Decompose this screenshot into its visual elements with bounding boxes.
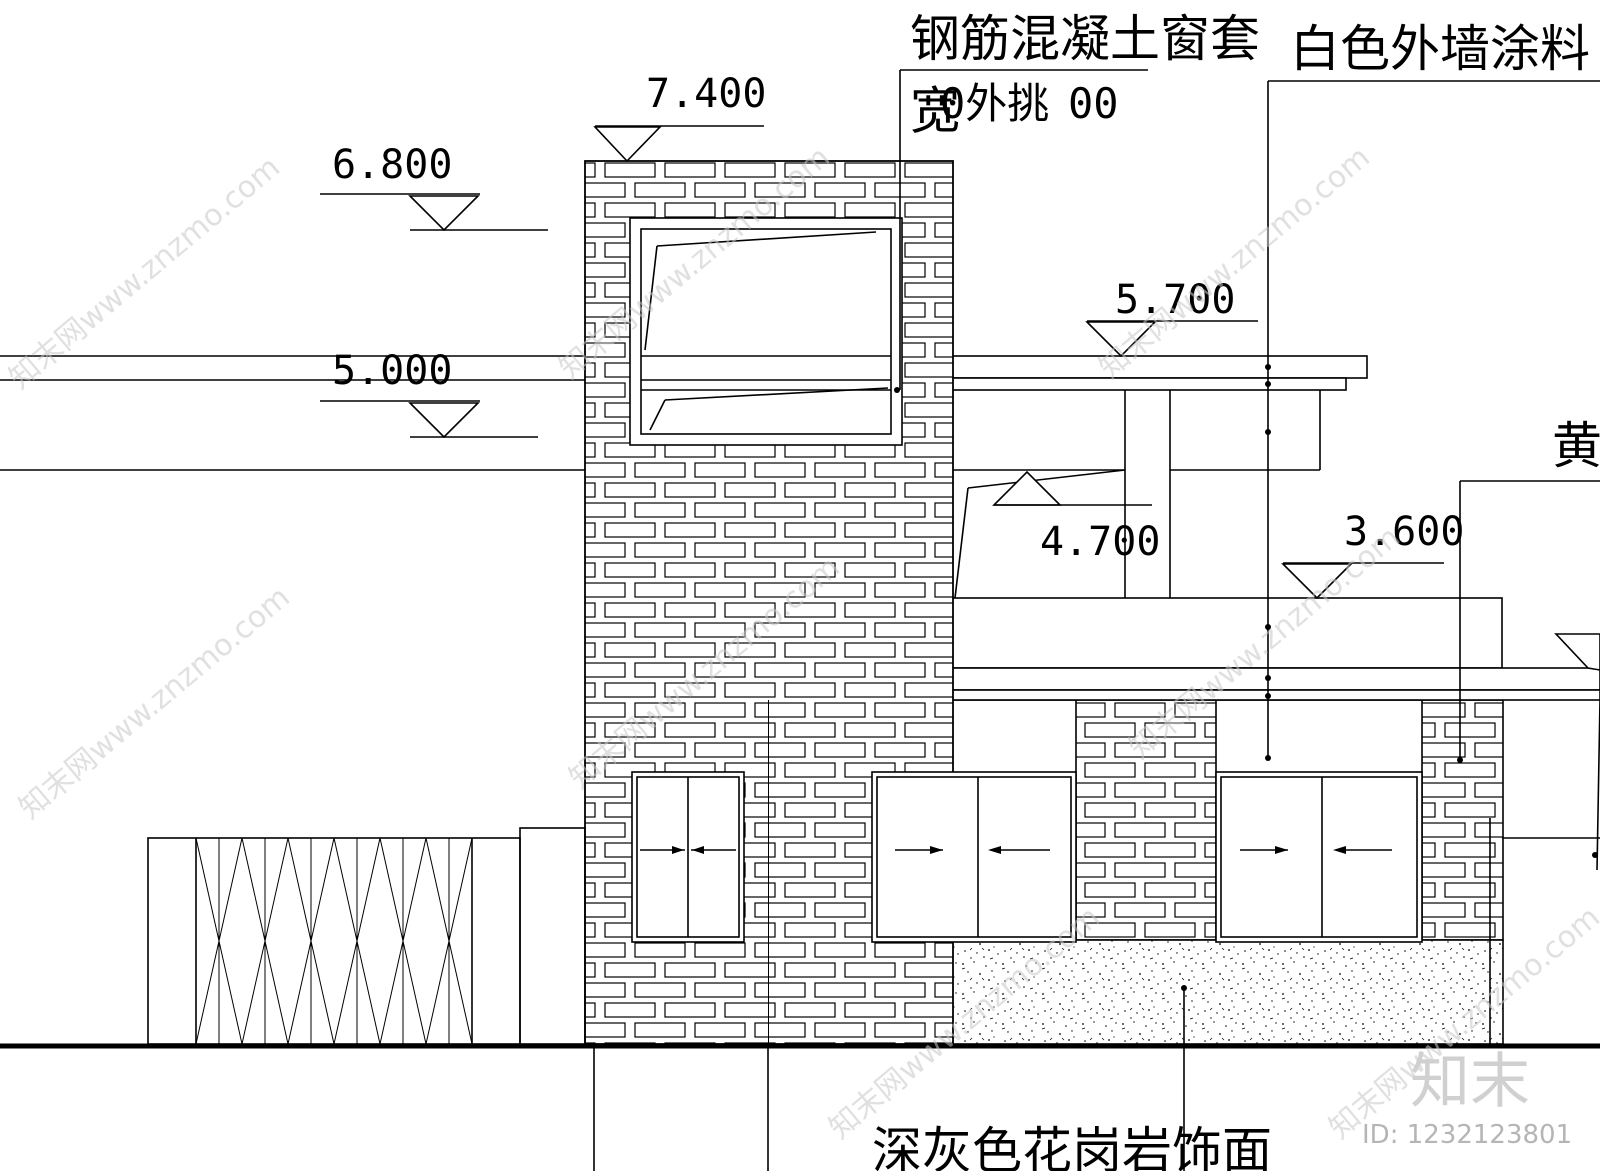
- note-white-paint: 白色外墙涂料: [1265, 20, 1600, 761]
- sliding-window-right: [1215, 771, 1423, 943]
- level-mark-7400: 7.400: [593, 71, 766, 163]
- level-7400-label: 7.400: [646, 71, 766, 117]
- note-window-frame-line2: 宽: [910, 82, 960, 140]
- tower-window: [629, 217, 903, 446]
- level-mark-4700: 4.700: [992, 470, 1160, 565]
- level-mark-6800: 6.800: [320, 142, 548, 232]
- level-5000-label: 5.000: [332, 348, 452, 394]
- note-window-frame-line2b: 0外挑: [940, 79, 1049, 128]
- level-3600-label: 3.600: [1344, 509, 1464, 555]
- folding-gate: [147, 827, 586, 1045]
- sliding-door-tower: [631, 771, 745, 943]
- level-mark-partial-right: [1554, 633, 1600, 671]
- watermark-text: 知末网www.znzmo.com: [1093, 140, 1377, 386]
- note-yellow-label: 黄: [1552, 417, 1600, 475]
- upper-roof-slab: [949, 355, 1368, 599]
- level-5700-label: 5.700: [1115, 277, 1235, 323]
- level-mark-3600: 3.600: [1281, 509, 1464, 600]
- note-window-frame-line2c: 00: [1068, 79, 1119, 128]
- note-granite-label: 深灰色花岗岩饰面: [872, 1122, 1272, 1171]
- note-yellow-partial: 黄: [1457, 417, 1600, 763]
- gate-lattice: [195, 837, 473, 1045]
- watermark-id: ID: 1232123801: [1362, 1120, 1572, 1150]
- note-white-paint-label: 白色外墙涂料: [1290, 20, 1590, 78]
- watermark-text: 知末网www.znzmo.com: [3, 150, 287, 396]
- level-6800-label: 6.800: [332, 142, 452, 188]
- sliding-window-middle: [871, 771, 1077, 943]
- watermark-text: 知末网www.znzmo.com: [13, 580, 297, 826]
- level-mark-5700: 5.700: [1085, 277, 1258, 358]
- note-granite: 深灰色花岗岩饰面: [872, 985, 1272, 1171]
- left-wing-lines: [0, 355, 585, 471]
- watermark-logo: 知末: [1410, 1047, 1530, 1117]
- level-mark-5000: 5.000: [320, 348, 538, 439]
- note-window-frame: 钢筋混凝土窗套 宽 0外挑 00: [899, 10, 1260, 390]
- level-4700-label: 4.700: [1040, 519, 1160, 565]
- note-window-frame-line1: 钢筋混凝土窗套: [910, 10, 1260, 68]
